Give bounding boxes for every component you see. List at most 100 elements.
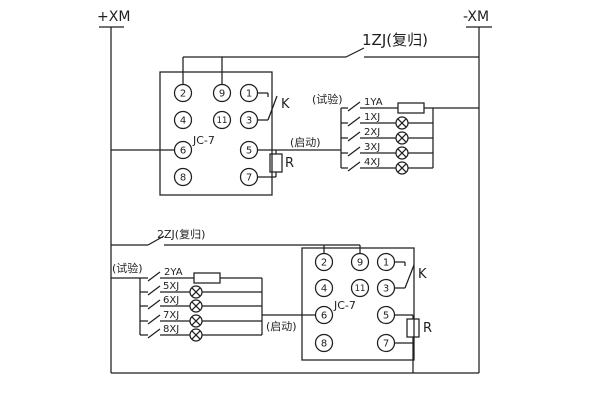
relay1-terminal: 2 (173, 83, 193, 103)
relay1-terminal: 9 (212, 83, 232, 103)
relay2-model-label: JC-7 (333, 299, 356, 312)
branch-label: 1YA (364, 97, 383, 108)
relay2-terminal: 5 (376, 305, 396, 325)
switch-blade-icon (347, 101, 361, 112)
relay1-terminal: 6 (173, 140, 193, 160)
switch-blade-icon (345, 47, 365, 58)
relay2-block: JC-7 2 9 1 4 11 3 6 5 8 7 (301, 247, 415, 361)
terminal-label: 6 (321, 311, 327, 322)
branch-label: 4XJ (364, 157, 380, 168)
signal-lamp-icon (189, 328, 203, 342)
negative-bus: -XM (463, 9, 492, 373)
terminal-label: 6 (180, 146, 186, 157)
terminal-label: 7 (246, 173, 252, 184)
relay1-contact-label: K (281, 97, 290, 112)
positive-bus: +XM (97, 9, 130, 373)
relay1-terminal: 1 (239, 83, 259, 103)
relay1-reset-switch: 1ZJ(复归) (182, 31, 479, 85)
branch-label: 2YA (164, 267, 183, 278)
terminal-label: 2 (321, 258, 327, 269)
signal-lamp-icon (395, 116, 409, 130)
switch-blade-icon (147, 314, 161, 325)
relay1-test-label: (试验) (312, 92, 343, 106)
signal-lamp-icon (189, 314, 203, 328)
branch-row-4xj: 4XJ (341, 157, 433, 175)
negative-bus-label: -XM (463, 9, 489, 25)
relay2-reset-label: 2ZJ(复归) (157, 227, 205, 241)
branch-label: 2XJ (364, 127, 380, 138)
relay2-resistor-label: R (423, 321, 432, 336)
branch-row-1ya: 1YA (341, 97, 479, 114)
terminal-label: 8 (321, 339, 327, 350)
relay2-terminal: 8 (314, 333, 334, 353)
branch-row-6xj: 6XJ (140, 295, 262, 313)
terminal-label: 5 (246, 146, 252, 157)
signal-lamp-icon (395, 146, 409, 160)
relay2-terminal: 11 (350, 278, 370, 298)
switch-blade-icon (347, 116, 361, 127)
terminal-label: 5 (383, 311, 389, 322)
relay1-terminal: 7 (239, 167, 259, 187)
relay2-terminal: 7 (376, 333, 396, 353)
branch-label: 7XJ (163, 310, 179, 321)
switch-blade-icon (404, 264, 415, 289)
terminal-label: 3 (383, 284, 389, 295)
relay2-branches: 2YA 5XJ 6XJ 7XJ (111, 267, 316, 342)
relay2-reset-switch: 2ZJ(复归) (111, 227, 361, 254)
relay2-terminal: 2 (314, 252, 334, 272)
branch-label: 8XJ (163, 324, 179, 335)
switch-blade-icon (347, 131, 361, 142)
terminal-label: 9 (357, 258, 363, 269)
relay2-terminal: 9 (350, 252, 370, 272)
terminal-label: 11 (217, 116, 228, 126)
relay1-terminal: 4 (173, 110, 193, 130)
branch-row-5xj: 5XJ (140, 281, 262, 299)
electromagnet-coil-icon (193, 272, 221, 284)
relay1-reset-label: 1ZJ(复归) (362, 31, 428, 49)
branch-row-2xj: 2XJ (341, 127, 433, 145)
branch-row-2ya: 2YA (111, 267, 262, 284)
relay2-test-label: (试验) (112, 261, 143, 275)
branch-label: 3XJ (364, 142, 380, 153)
relay2-start-label: (启动) (266, 320, 297, 333)
relay1-terminal: 3 (239, 110, 259, 130)
branch-row-7xj: 7XJ (140, 310, 262, 328)
relay1-block: JC-7 2 9 1 4 11 3 6 5 8 7 (159, 71, 273, 196)
branch-label: 5XJ (163, 281, 179, 292)
switch-blade-icon (267, 95, 278, 121)
relay1-terminal: 11 (212, 110, 232, 130)
relay1-contact-k: K (257, 92, 290, 121)
terminal-label: 2 (180, 89, 186, 100)
relay1-model-label: JC-7 (192, 134, 215, 147)
terminal-label: 1 (383, 258, 389, 269)
relay2-outline (301, 247, 415, 361)
relay2-terminal: 1 (376, 252, 396, 272)
terminal-label: 9 (219, 89, 225, 100)
switch-blade-icon (147, 328, 161, 339)
signal-lamp-icon (189, 285, 203, 299)
terminal-label: 4 (180, 116, 186, 127)
relay2-terminal: 4 (314, 278, 334, 298)
signal-lamp-icon (189, 299, 203, 313)
branch-row-1xj: 1XJ (341, 112, 433, 130)
relay2-contact-k: K (394, 261, 427, 289)
relay2-terminal: 3 (376, 278, 396, 298)
terminal-label: 1 (246, 89, 252, 100)
branch-label: 1XJ (364, 112, 380, 123)
relay1-resistor: R (257, 149, 341, 178)
relay1-terminal: 5 (239, 140, 259, 160)
switch-blade-icon (147, 271, 161, 282)
relay1-resistor-label: R (285, 156, 294, 171)
relay2-contact-label: K (418, 267, 427, 282)
relay2-resistor: R (394, 314, 432, 373)
branch-label: 6XJ (163, 295, 179, 306)
signal-lamp-icon (395, 161, 409, 175)
relay2-terminal: 6 (314, 305, 334, 325)
terminal-label: 11 (355, 284, 366, 294)
branch-row-3xj: 3XJ (341, 142, 433, 160)
signal-lamp-icon (395, 131, 409, 145)
branch-row-8xj: 8XJ (140, 324, 262, 342)
resistor-icon (406, 318, 420, 338)
